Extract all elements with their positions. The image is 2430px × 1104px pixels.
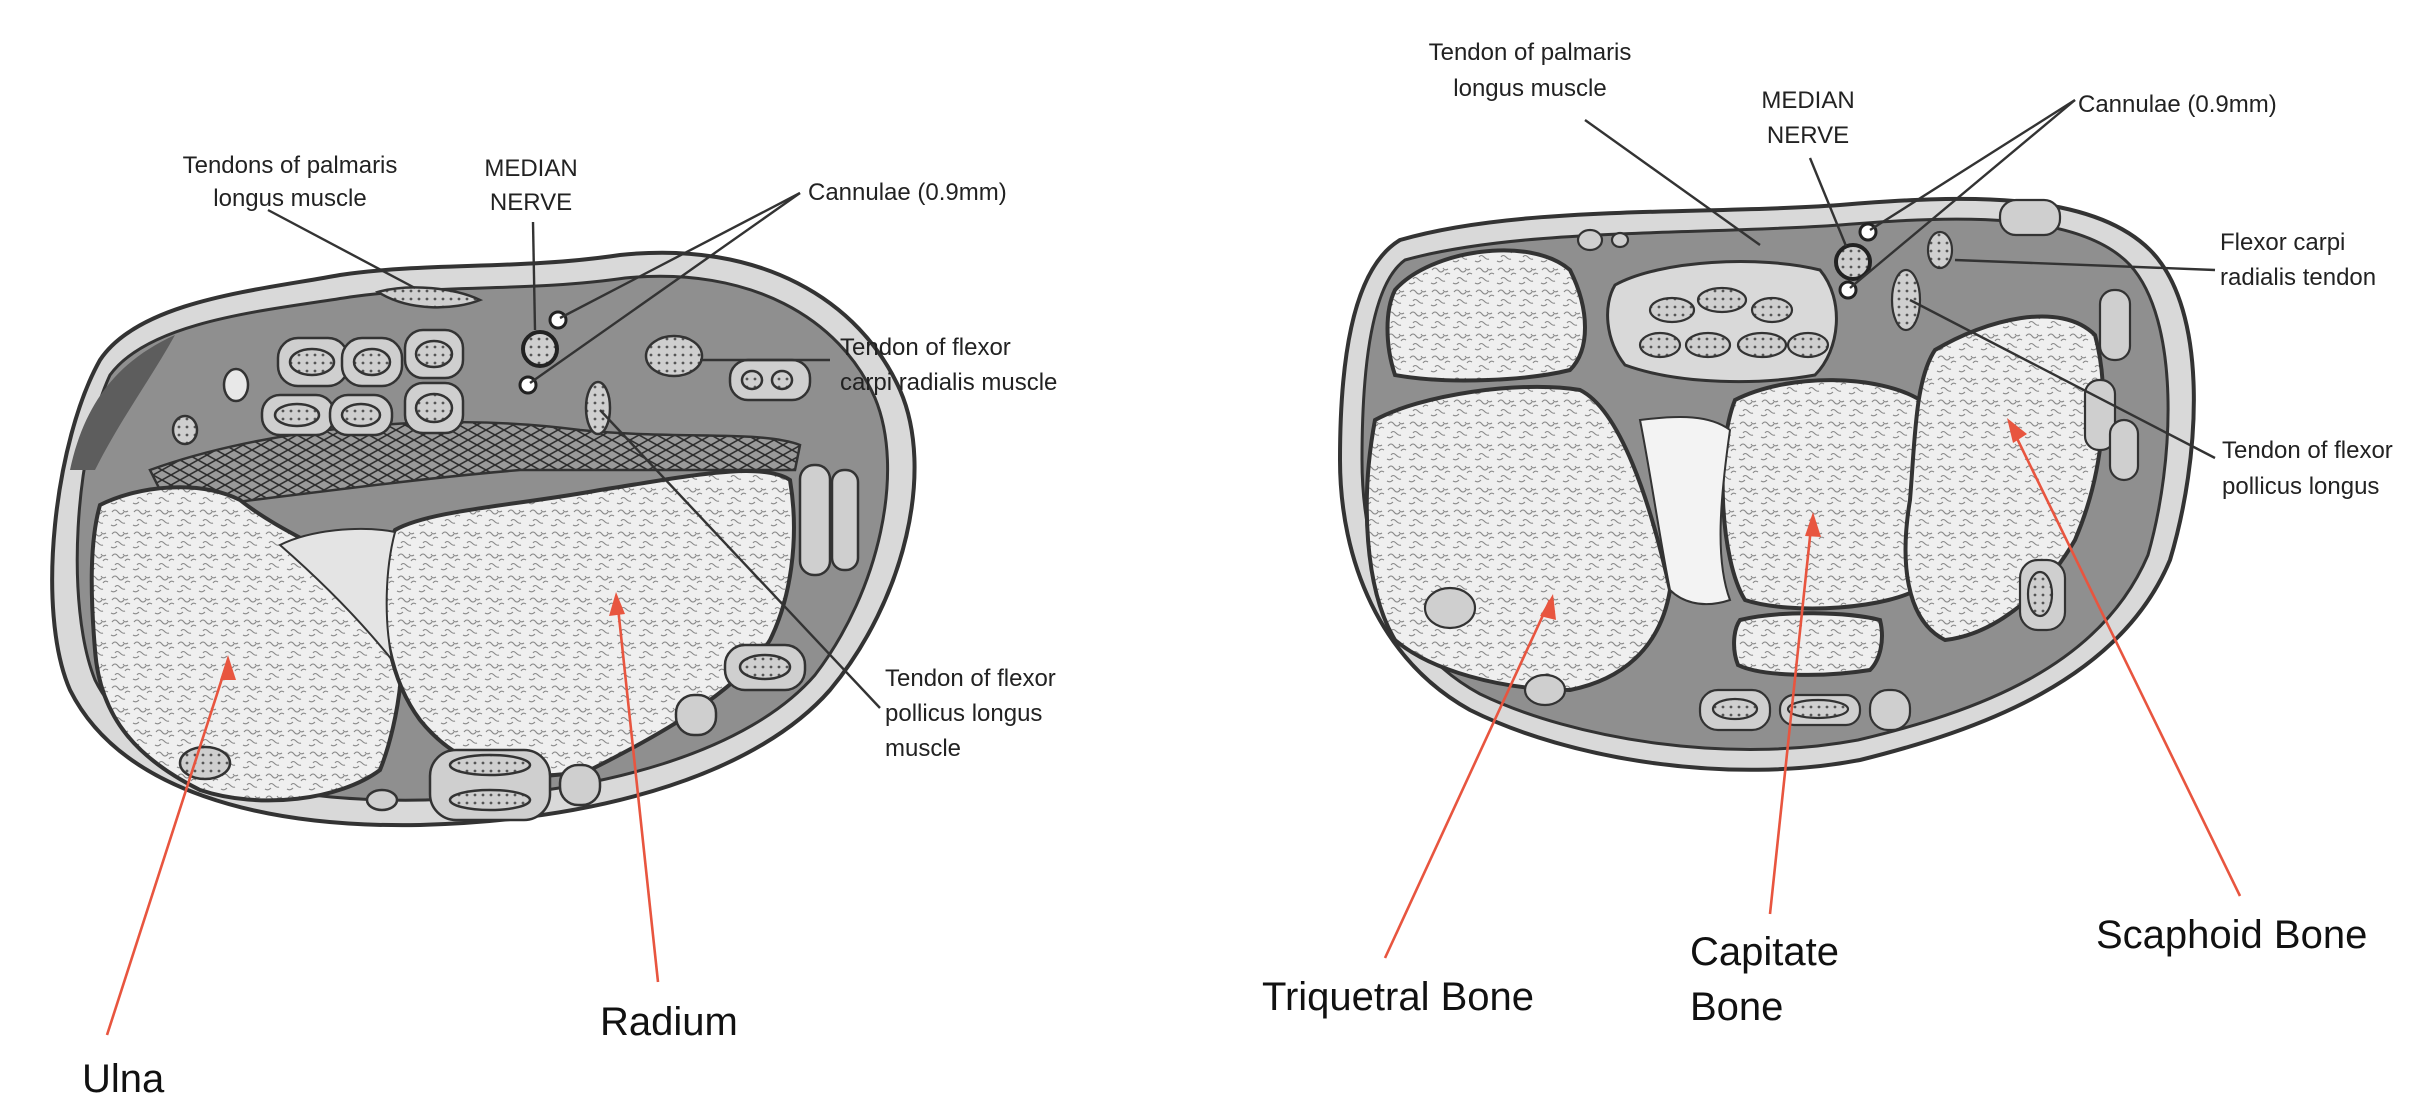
right-label-cannulae: Cannulae (0.9mm) (2078, 91, 2277, 118)
right-label-fpl-1: Tendon of flexor (2222, 437, 2393, 464)
right-wrist-cross-section: Tendon of palmaris longus muscle MEDIAN … (1262, 39, 2393, 1029)
left-label-ulna: Ulna (82, 1057, 165, 1099)
left-label-palmaris-2: longus muscle (213, 185, 366, 212)
right-label-scaphoid: Scaphoid Bone (2096, 913, 2367, 957)
left-cannula-1 (550, 312, 566, 328)
right-label-fcr-1: Flexor carpi (2220, 229, 2345, 256)
right-median-nerve (1836, 245, 1870, 279)
right-label-fcr-2: radialis tendon (2220, 264, 2376, 291)
left-label-fcr-1: Tendon of flexor (840, 334, 1011, 361)
left-label-fpl-1: Tendon of flexor (885, 665, 1056, 692)
right-label-fpl-2: pollicus longus (2222, 473, 2379, 500)
right-capitate-bone (1723, 380, 1936, 608)
left-label-palmaris-1: Tendons of palmaris (183, 152, 398, 179)
right-small-carpal-bone (1734, 613, 1882, 675)
right-label-palmaris-1: Tendon of palmaris (1429, 39, 1632, 66)
right-label-median-1: MEDIAN (1761, 87, 1854, 114)
left-label-median-2: NERVE (490, 189, 572, 216)
left-label-cannulae: Cannulae (0.9mm) (808, 179, 1007, 206)
left-label-fpl-3: muscle (885, 735, 961, 762)
left-label-radium: Radium (600, 1000, 738, 1044)
left-label-fcr-2: carpi radialis muscle (840, 369, 1057, 396)
right-label-palmaris-2: longus muscle (1453, 75, 1606, 102)
left-label-median-1: MEDIAN (484, 155, 577, 182)
left-wrist-cross-section: Tendons of palmaris longus muscle MEDIAN… (52, 152, 1057, 1099)
left-median-nerve (523, 332, 557, 366)
right-carpal-tunnel (1608, 262, 1837, 382)
right-label-capitate-2: Bone (1690, 985, 1783, 1029)
right-label-median-2: NERVE (1767, 122, 1849, 149)
right-label-triquetral: Triquetral Bone (1262, 975, 1534, 1019)
left-label-fpl-2: pollicus longus (885, 700, 1042, 727)
right-label-capitate-1: Capitate (1690, 930, 1839, 974)
